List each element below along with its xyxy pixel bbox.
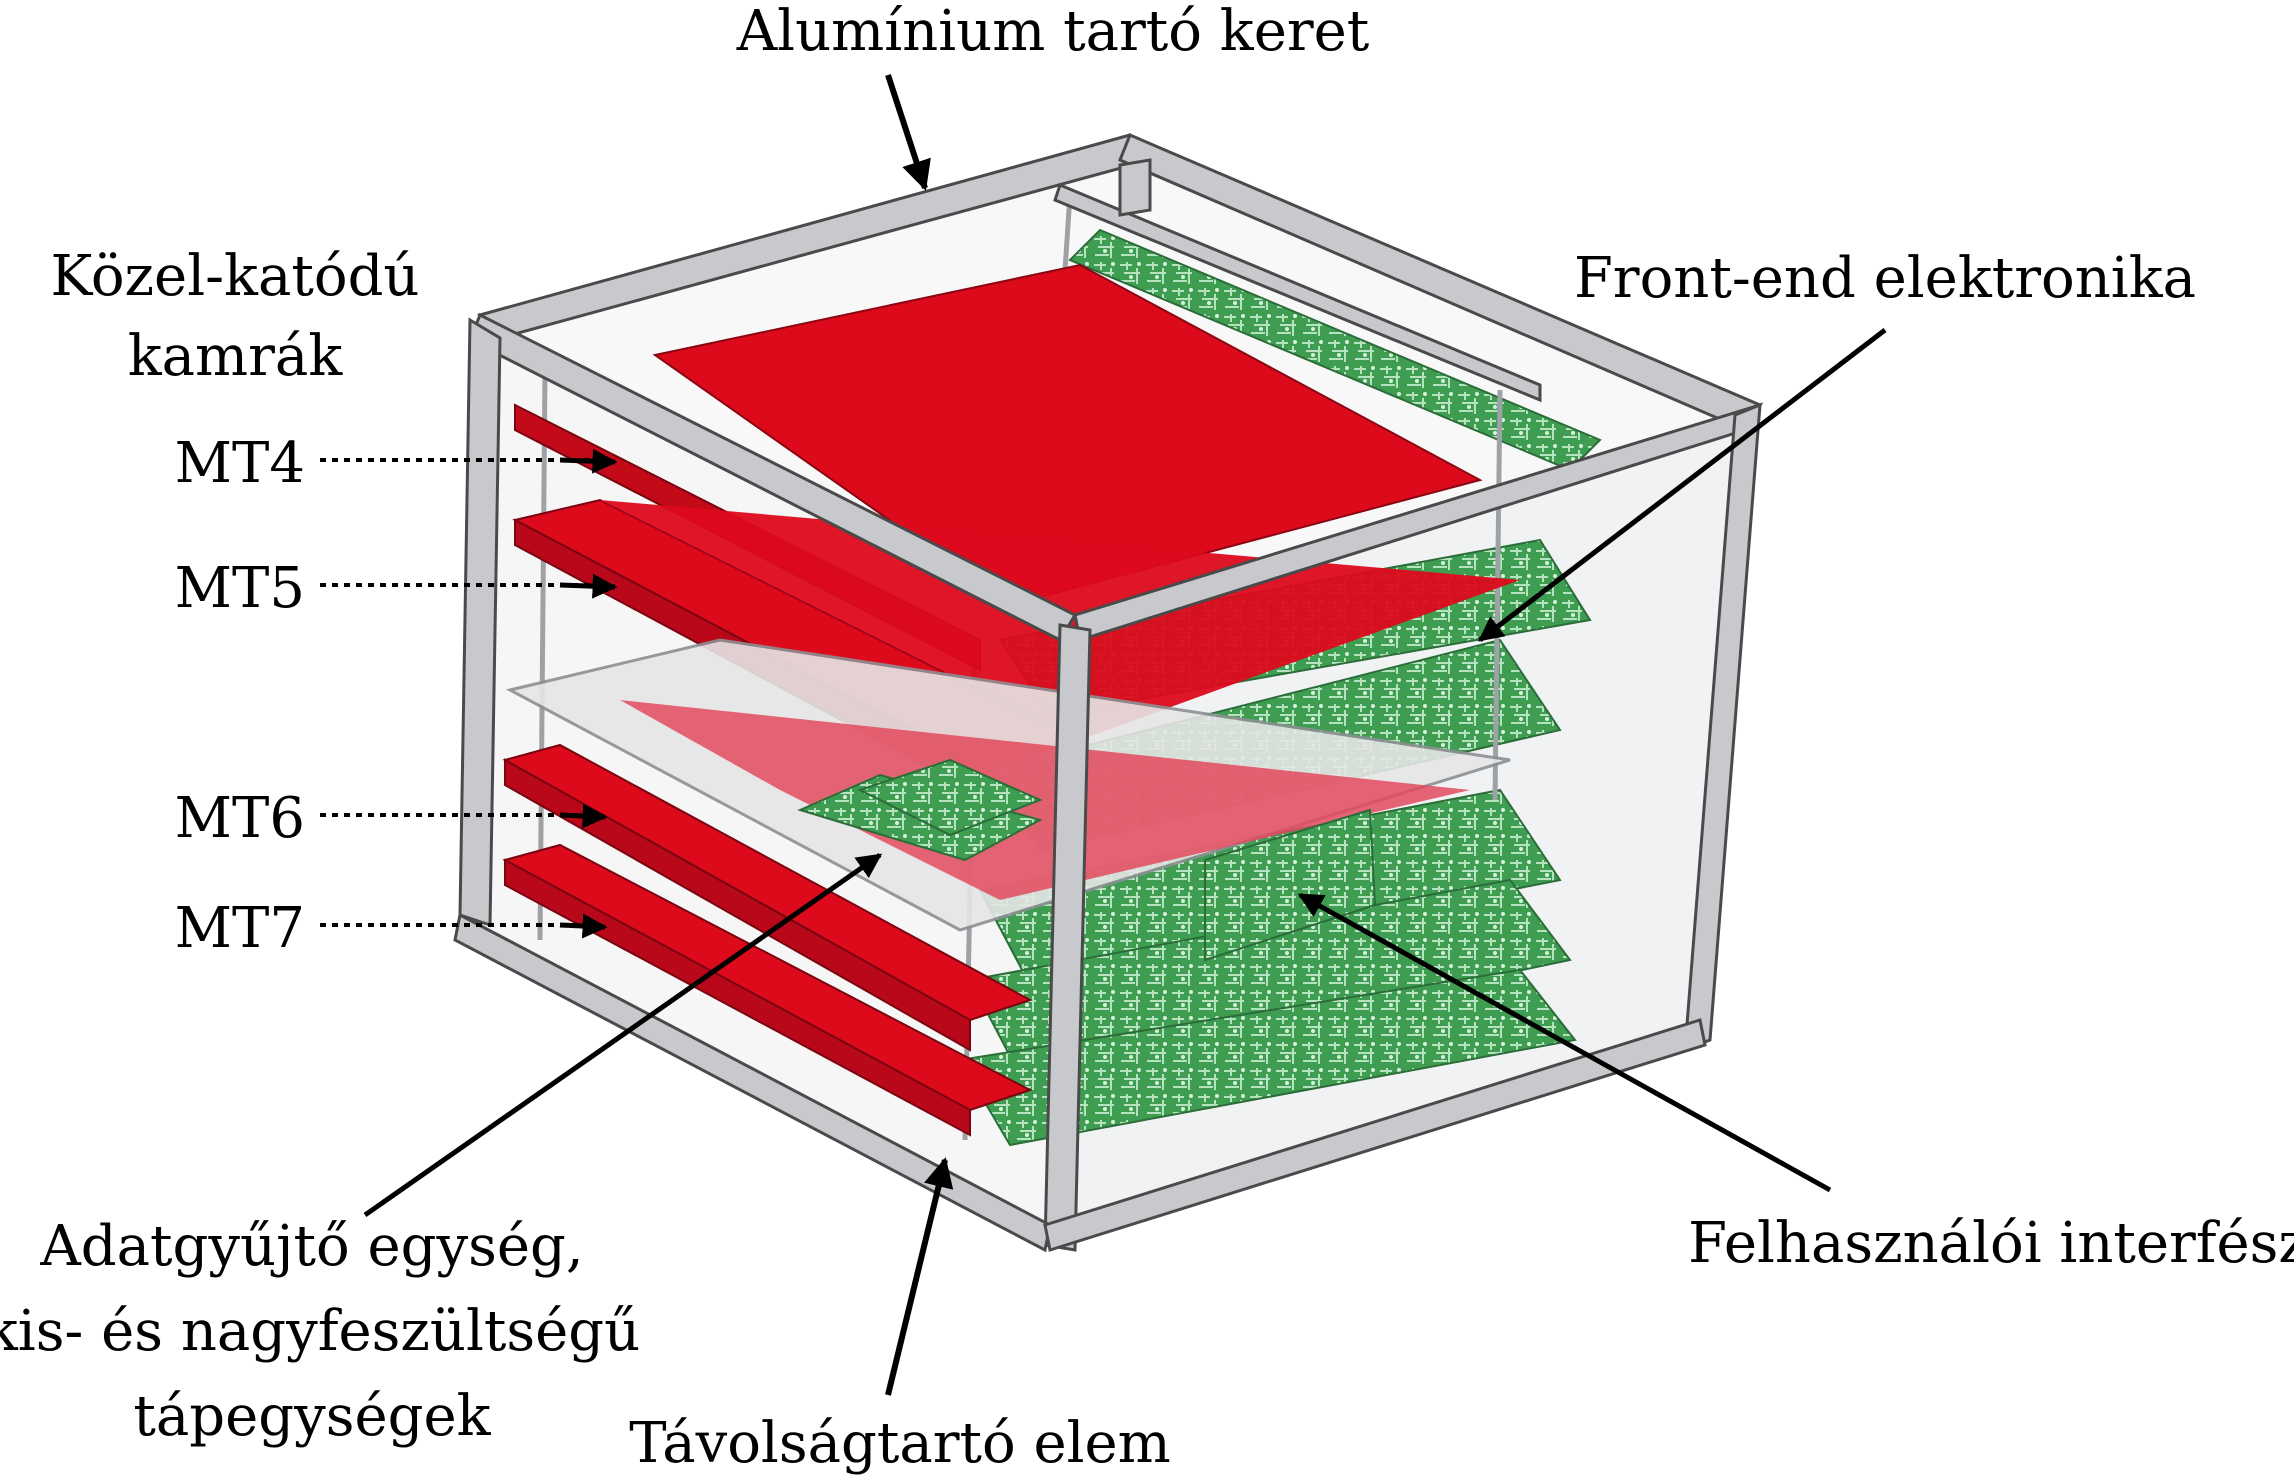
chamber-mt6	[502, 743, 1033, 1052]
label-frame: Alumínium tartó keret	[736, 0, 1370, 64]
label-mt5: MT5	[175, 556, 305, 621]
daq-boards	[797, 758, 1043, 862]
label-user-interface: Felhasználói interfész	[1688, 1211, 2294, 1276]
aluminium-frame	[453, 133, 1764, 1253]
label-mt7: MT7	[175, 896, 305, 961]
label-chambers-line2: kamrák	[128, 324, 344, 389]
user-interface-board	[1204, 808, 1377, 962]
label-daq-line2: kis- és nagyfeszültségű	[0, 1299, 640, 1364]
label-chambers-line1: Közel-katódú	[51, 244, 420, 309]
chamber-mt7	[502, 843, 1033, 1137]
label-daq-line1: Adatgyűjtő egység,	[39, 1214, 583, 1279]
label-mt4: MT4	[175, 431, 305, 496]
label-spacer: Távolságtartó elem	[629, 1411, 1171, 1476]
label-frontend: Front-end elektronika	[1574, 246, 2196, 311]
middle-plate	[505, 638, 1511, 932]
leader-lines	[320, 74, 1887, 1396]
label-daq-line3: tápegységek	[133, 1384, 491, 1449]
label-mt6: MT6	[175, 786, 305, 851]
